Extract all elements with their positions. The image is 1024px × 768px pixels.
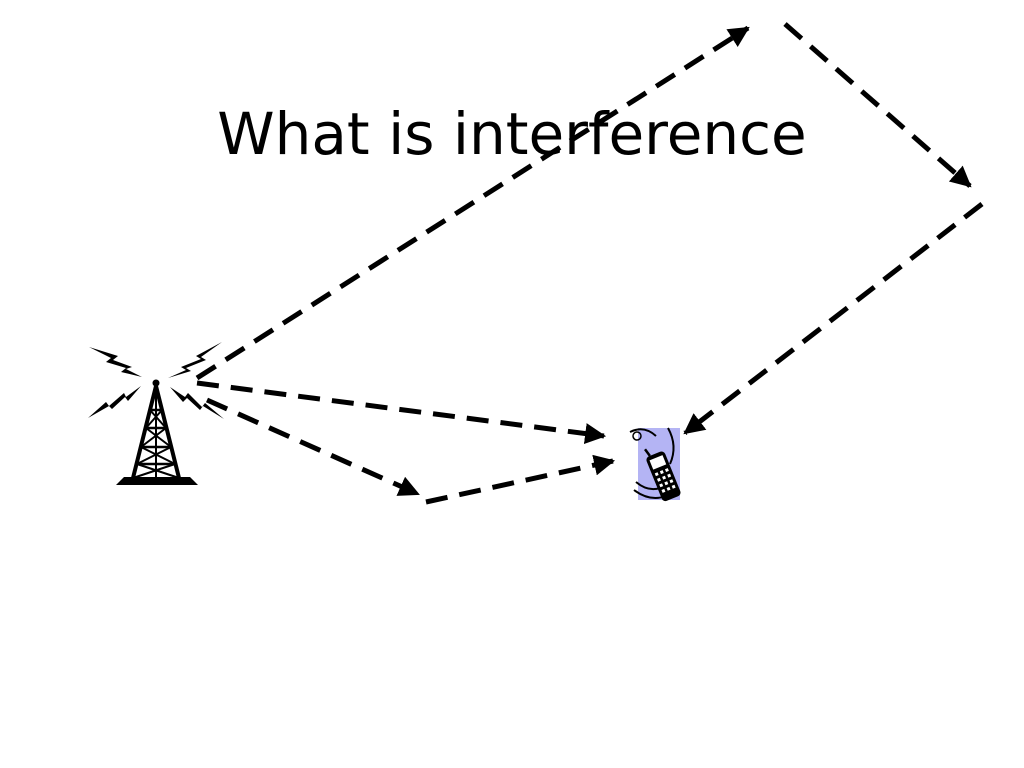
radio-tower-icon bbox=[116, 379, 198, 485]
slide-title: What is interference bbox=[217, 100, 807, 168]
mobile-phone-icon bbox=[629, 427, 681, 502]
reflected-path-long bbox=[195, 22, 984, 435]
direct-path bbox=[196, 380, 607, 444]
signal-bolts-icon bbox=[88, 342, 224, 419]
reflected-path-ground bbox=[205, 397, 616, 505]
